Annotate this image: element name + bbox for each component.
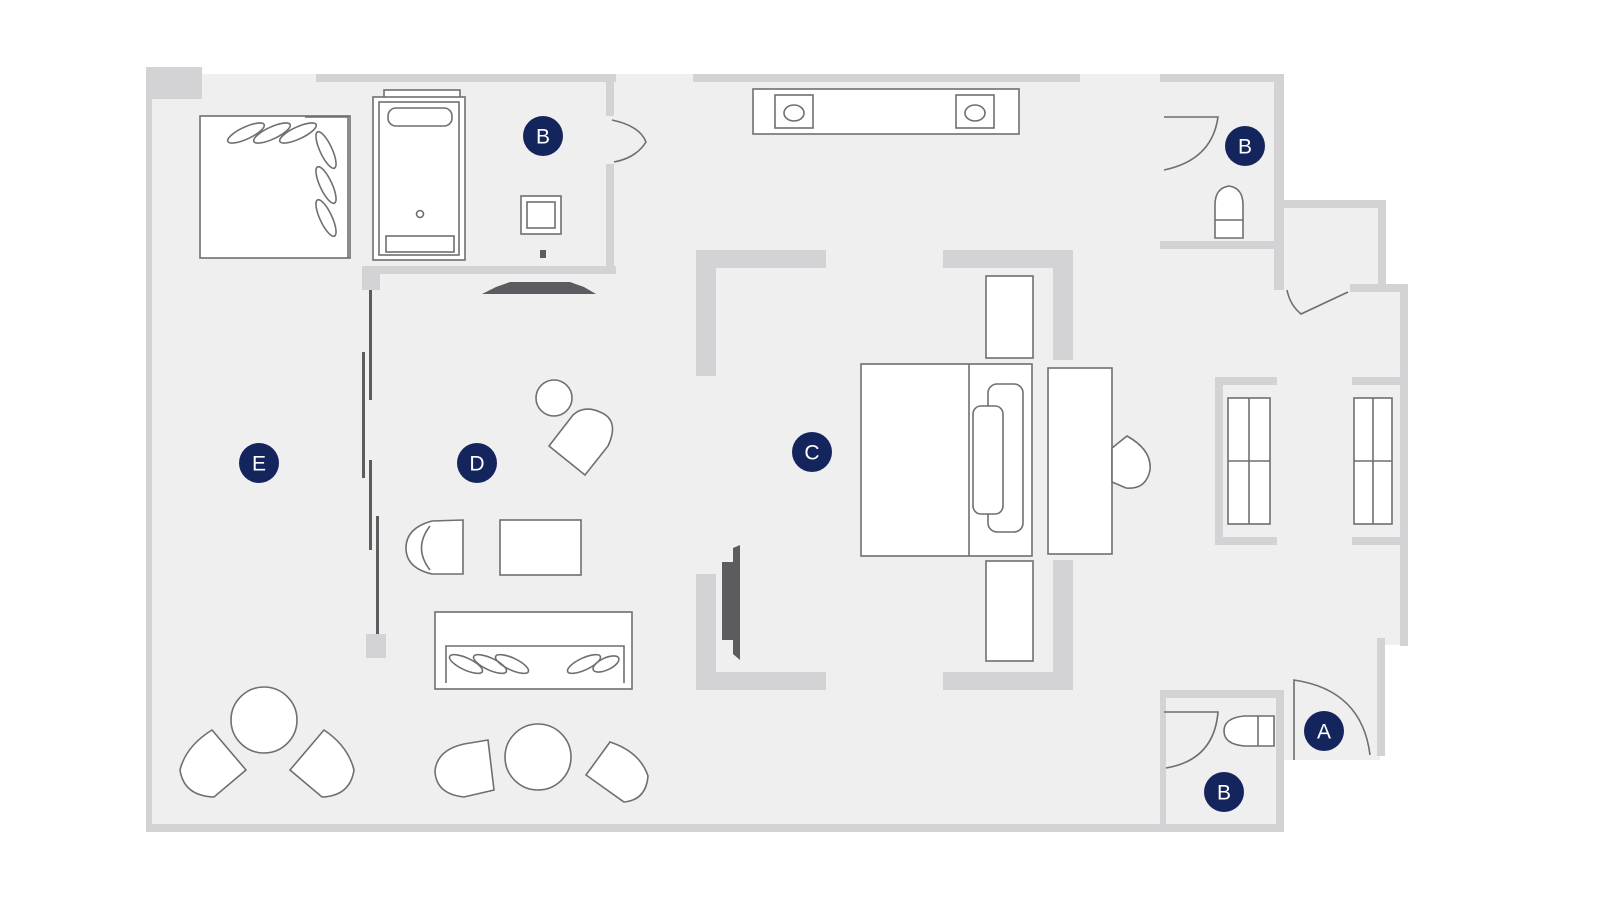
dining-set-e bbox=[179, 686, 355, 798]
badge-label: D bbox=[469, 453, 484, 476]
desk bbox=[1047, 367, 1151, 555]
armchair-left bbox=[405, 519, 464, 575]
badge-label: B bbox=[536, 126, 550, 149]
badge-label: E bbox=[252, 453, 266, 476]
nightstand-bottom bbox=[985, 560, 1034, 662]
closet-door-swing bbox=[1286, 289, 1349, 315]
powder-room-top bbox=[1163, 116, 1244, 239]
area-badge-b-powder-bottom[interactable]: B bbox=[1204, 772, 1244, 812]
badge-label: B bbox=[1238, 136, 1252, 159]
area-badge-e-dining[interactable]: E bbox=[239, 443, 279, 483]
window-shutters-left bbox=[1227, 397, 1271, 525]
area-badge-a-entrance[interactable]: A bbox=[1304, 711, 1344, 751]
freestanding-bath bbox=[199, 115, 351, 259]
shower-drain bbox=[520, 195, 562, 258]
tv-console bbox=[482, 282, 596, 294]
area-badge-b-bath[interactable]: B bbox=[523, 116, 563, 156]
powder-room-bottom bbox=[1164, 711, 1275, 769]
double-vanity bbox=[752, 88, 1020, 135]
area-badge-b-powder-top[interactable]: B bbox=[1225, 126, 1265, 166]
sliding-partition bbox=[362, 290, 379, 634]
area-badge-d-living[interactable]: D bbox=[457, 443, 497, 483]
sofa bbox=[434, 611, 633, 690]
badge-label: C bbox=[804, 442, 819, 465]
bathtub bbox=[372, 89, 466, 261]
area-badge-c-bedroom[interactable]: C bbox=[792, 432, 832, 472]
window-shutters-right bbox=[1353, 397, 1393, 525]
nightstand-top bbox=[985, 275, 1034, 359]
badge-label: A bbox=[1317, 721, 1331, 744]
coffee-table bbox=[499, 519, 582, 576]
dining-set-living bbox=[434, 723, 649, 803]
bed bbox=[860, 363, 1033, 557]
side-table-with-armchair bbox=[535, 379, 614, 477]
entry-door-swing bbox=[1293, 679, 1371, 760]
bath-door-swing bbox=[611, 119, 647, 163]
badge-label: B bbox=[1217, 782, 1231, 805]
wall-tv bbox=[722, 545, 740, 660]
walls bbox=[146, 67, 1408, 832]
